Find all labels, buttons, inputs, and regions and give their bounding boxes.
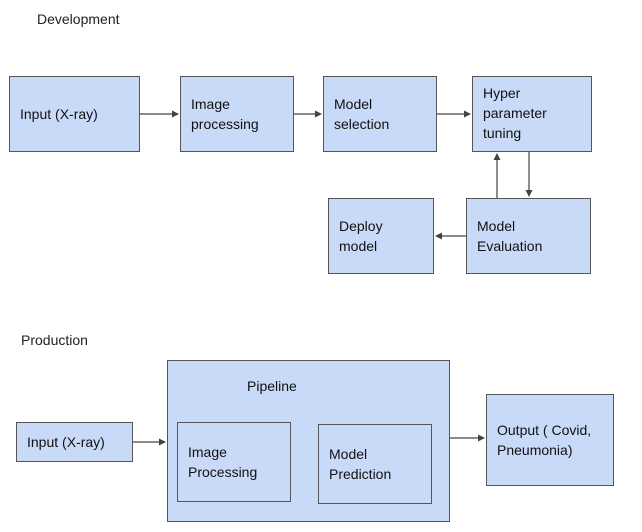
- dev-deploy-model-box: Deploy model: [328, 198, 434, 274]
- prod-input-xray-text: Input (X-ray): [27, 434, 105, 450]
- development-section-label: Development: [37, 11, 120, 27]
- dev-deploy-model-text: Deploy model: [339, 218, 383, 254]
- dev-input-xray-text: Input (X-ray): [20, 106, 98, 122]
- prod-model-prediction-box: Model Prediction: [318, 424, 432, 504]
- prod-output-text: Output ( Covid, Pneumonia): [497, 422, 592, 458]
- prod-pipeline-title: Pipeline: [247, 378, 297, 394]
- prod-image-processing-box: Image Processing: [177, 422, 291, 502]
- dev-hyper-parameter-tuning-box: Hyper parameter tuning: [472, 76, 592, 152]
- prod-input-xray-box: Input (X-ray): [16, 422, 133, 462]
- dev-model-evaluation-text: Model Evaluation: [477, 218, 543, 254]
- production-section-label: Production: [21, 332, 88, 348]
- dev-model-selection-text: Model selection: [334, 96, 390, 132]
- prod-model-prediction-text: Model Prediction: [329, 446, 392, 482]
- dev-image-processing-box: Image processing: [180, 76, 294, 152]
- dev-model-evaluation-box: Model Evaluation: [466, 198, 591, 274]
- dev-model-selection-box: Model selection: [323, 76, 437, 152]
- dev-input-xray-box: Input (X-ray): [9, 76, 140, 152]
- prod-image-processing-text: Image Processing: [188, 444, 258, 480]
- prod-output-box: Output ( Covid, Pneumonia): [486, 394, 614, 486]
- dev-hyper-parameter-tuning-text: Hyper parameter tuning: [483, 85, 547, 141]
- dev-image-processing-text: Image processing: [191, 96, 259, 132]
